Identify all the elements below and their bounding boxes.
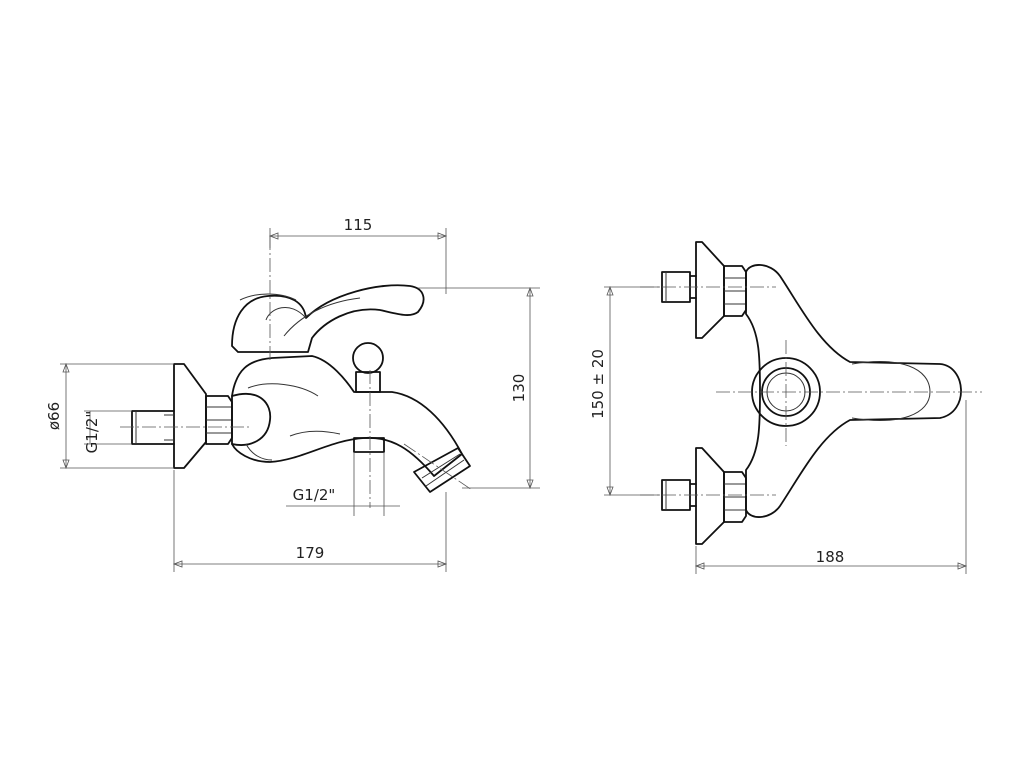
front-bottom-nut	[723, 471, 747, 523]
front-view: 150 ± 20 188	[589, 241, 982, 574]
side-inlet-pipe	[131, 410, 175, 445]
side-diverter-knob	[352, 342, 384, 374]
front-body	[745, 264, 962, 518]
dim-outlet-thread: G1/2"	[293, 486, 336, 504]
dim-inlet-thread: G1/2"	[83, 411, 101, 454]
side-handle	[231, 284, 425, 353]
side-aerator	[413, 447, 471, 493]
side-body	[231, 355, 463, 477]
dim-height: 130	[510, 374, 528, 403]
dim-overall-width: 188	[816, 548, 845, 566]
side-view: 115 130 ø66 G1/2" G1/2" 179	[45, 216, 540, 572]
dim-center-distance: 150 ± 20	[589, 349, 607, 419]
dim-overall-depth: 179	[296, 544, 325, 562]
dim-top-width: 115	[344, 216, 373, 234]
side-shower-outlet	[353, 437, 385, 453]
front-top-flange	[695, 241, 725, 339]
side-wall-flange	[173, 363, 207, 469]
front-bottom-flange	[695, 447, 725, 545]
dim-inlet-diameter: ø66	[45, 402, 63, 430]
